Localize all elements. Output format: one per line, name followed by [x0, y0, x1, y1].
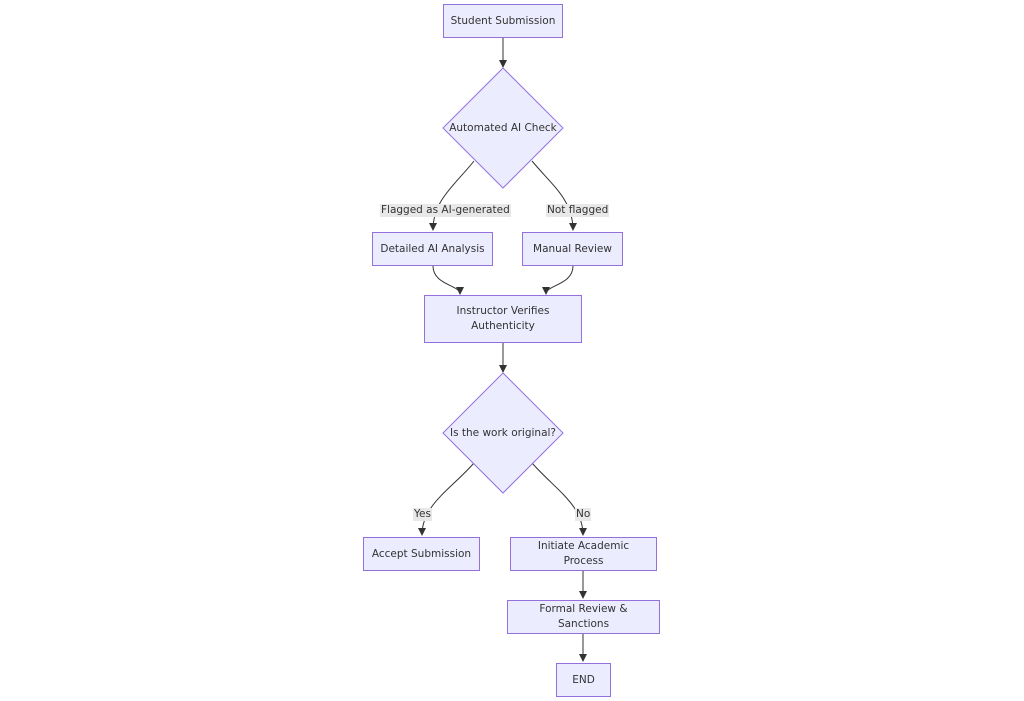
edge-label-not-flagged: Not flagged: [546, 204, 610, 217]
edge-label-flagged: Flagged as AI-generated: [380, 204, 511, 217]
edge-label-yes: Yes: [413, 508, 432, 521]
node-detailed-ai-analysis: Detailed AI Analysis: [372, 232, 493, 266]
edge-analysis-to-instructor: [432, 265, 464, 295]
node-student-submission: Student Submission: [443, 4, 563, 38]
node-accept-submission: Accept Submission: [363, 537, 480, 571]
node-formal-review-sanctions: Formal Review & Sanctions: [507, 600, 660, 634]
edge-manual-to-instructor: [542, 265, 574, 295]
edge-check-to-manual: [531, 160, 577, 231]
decision-automated-ai-check: [442, 67, 564, 189]
edge-check-to-analysis: [429, 160, 475, 231]
node-automated-ai-check: Automated AI Check: [449, 122, 557, 134]
edge-decision-to-initiate: [531, 462, 587, 536]
decision-is-work-original: [442, 372, 564, 494]
node-initiate-academic-process: Initiate Academic Process: [510, 537, 657, 571]
node-manual-review: Manual Review: [522, 232, 623, 266]
node-instructor-verifies: Instructor Verifies Authenticity: [424, 295, 582, 343]
node-end: END: [556, 663, 611, 697]
edge-decision-to-accept: [418, 462, 475, 536]
edge-label-no: No: [575, 508, 592, 521]
node-is-work-original: Is the work original?: [449, 427, 557, 439]
